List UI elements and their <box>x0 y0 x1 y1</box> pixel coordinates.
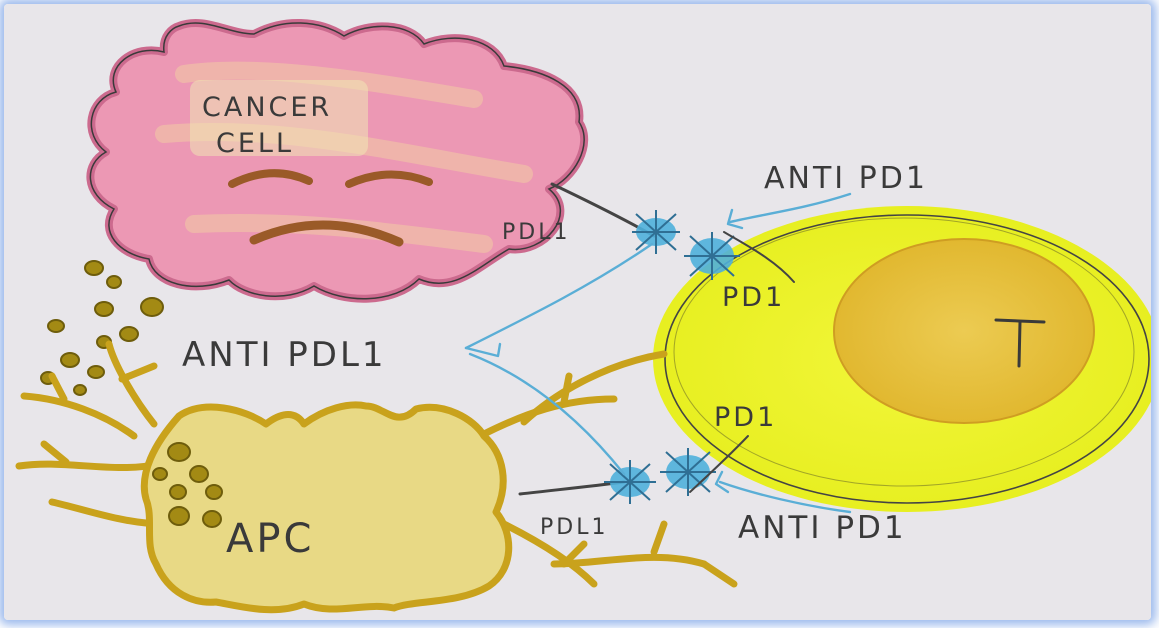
pdl1-top-label: PDL1 <box>502 220 570 245</box>
anti-pd1-bottom-label: ANTI PD1 <box>738 510 907 546</box>
receptor-bottom-pdl1 <box>604 460 656 504</box>
cancer-cell-label-line1: CANCER <box>202 92 332 123</box>
anti-pdl1-label: ANTI PDL1 <box>182 335 387 375</box>
apc-label: APC <box>226 516 314 562</box>
receptor-top-pdl1 <box>632 210 680 254</box>
receptor-bottom-pd1 <box>660 448 716 496</box>
immune-checkpoint-diagram: CANCER CELL T <box>4 4 1151 620</box>
diagram-frame: CANCER CELL T <box>4 4 1151 620</box>
receptor-top-pd1 <box>684 232 740 280</box>
t-cell-nucleus <box>834 239 1094 423</box>
pd1-bottom-label: PD1 <box>714 402 777 433</box>
cancer-cell-label-line2: CELL <box>216 128 294 159</box>
pd1-top-label: PD1 <box>722 282 785 313</box>
anti-pd1-top-label: ANTI PD1 <box>764 161 928 196</box>
pdl1-bottom-label: PDL1 <box>540 515 608 540</box>
